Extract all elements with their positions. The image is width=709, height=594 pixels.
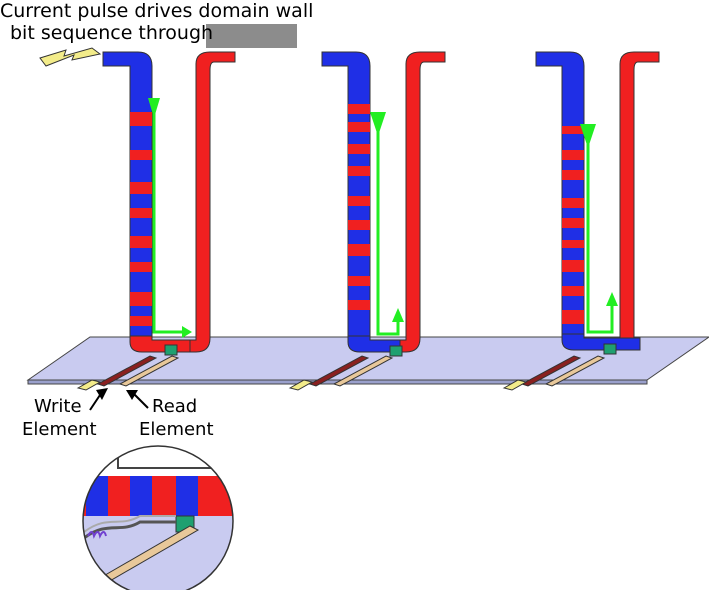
- write-element-strip: [308, 355, 370, 387]
- caption-line-2: bit sequence through: [10, 22, 214, 44]
- read-sensor: [389, 345, 403, 357]
- current-direction-arrow-icon: [370, 112, 404, 336]
- domain-stripes-3: [562, 126, 584, 324]
- read-element-strip: [332, 355, 394, 387]
- current-direction-arrow-icon: [580, 124, 618, 334]
- racetrack-3: [502, 51, 660, 391]
- write-element-label-line2: Element: [22, 419, 97, 440]
- domain-stripes-1: [130, 112, 152, 326]
- read-element-label-line1: Read: [152, 396, 198, 417]
- caption-line-1: Current pulse drives domain wall: [0, 0, 314, 22]
- read-element-pointer: [126, 390, 149, 409]
- racetrack-2: [288, 51, 446, 391]
- read-element-strip: [118, 355, 180, 387]
- write-element-strip: [96, 355, 158, 387]
- domain-stripes-2: [348, 104, 370, 310]
- zoom-inset-icon: [82, 445, 234, 594]
- read-element-label-line2: Element: [139, 419, 214, 440]
- read-sensor: [603, 343, 617, 355]
- current-direction-arrow-icon: [148, 98, 192, 338]
- write-element-pointer: [89, 388, 108, 411]
- redaction-box: [206, 24, 297, 48]
- read-element-strip: [544, 355, 606, 387]
- read-sensor: [164, 344, 178, 356]
- write-element-label-line1: Write: [34, 396, 82, 417]
- lightning-pulse-icon: [39, 47, 102, 67]
- racetrack-1: [76, 51, 236, 391]
- write-element-strip: [520, 355, 582, 387]
